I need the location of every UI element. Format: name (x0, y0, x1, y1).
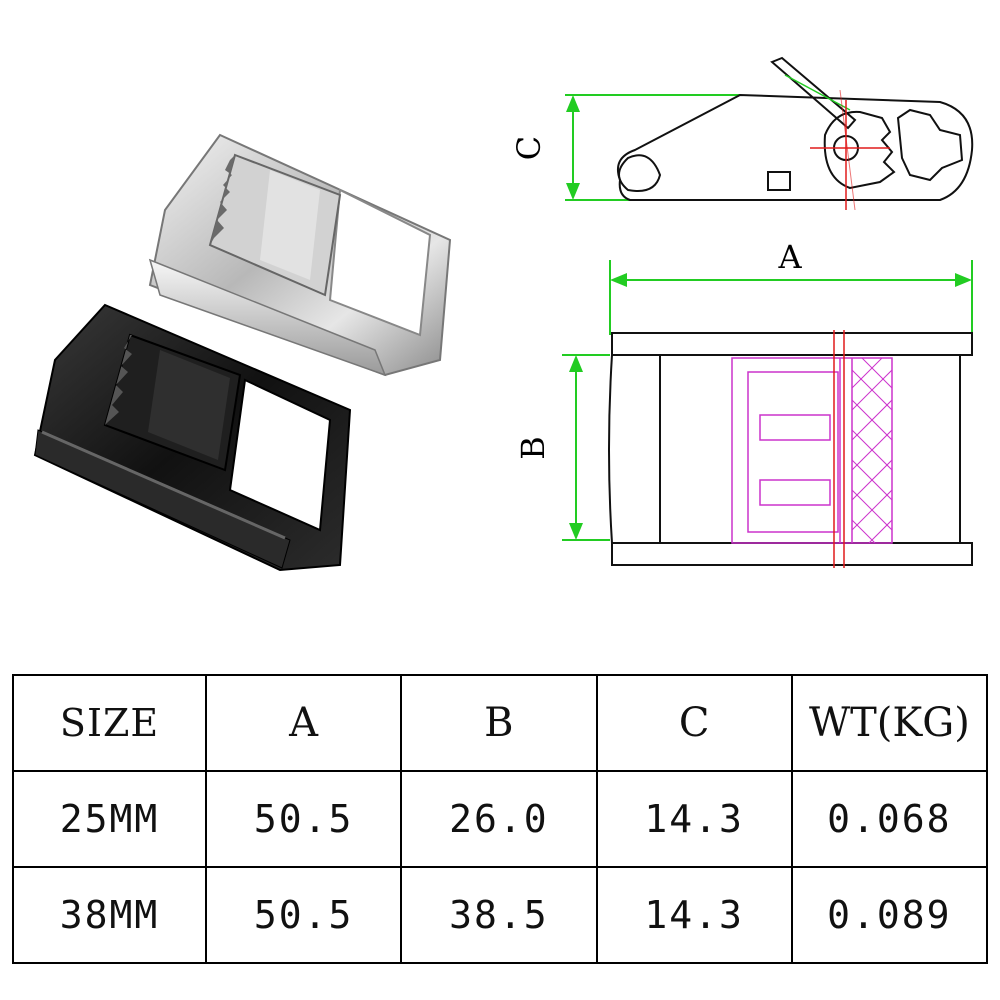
product-photo (33, 133, 452, 572)
table-row: 38MM 50.5 38.5 14.3 0.089 (12, 866, 989, 964)
dimension-label-a: A (777, 238, 802, 276)
cell-b: 38.5 (400, 866, 598, 964)
technical-drawing: C A B (510, 56, 974, 568)
c-arrow-top (566, 95, 580, 112)
dimension-label-c: C (510, 136, 548, 160)
cell-size: 25MM (12, 770, 207, 868)
header-c: C (595, 674, 793, 772)
dimension-label-b: B (514, 436, 552, 460)
cell-c: 14.3 (595, 770, 793, 868)
side-slot (767, 171, 791, 191)
header-weight: WT(KG) (790, 674, 989, 772)
header-b: B (400, 674, 598, 772)
teeth-crosshatch (851, 357, 893, 544)
dimension-a: A (609, 238, 973, 335)
c-arrow-bottom (566, 183, 580, 200)
cell-a: 50.5 (204, 770, 403, 868)
side-view: C (510, 56, 974, 211)
cell-weight: 0.089 (790, 866, 989, 964)
bottom-bar (611, 542, 973, 566)
cell-c: 14.3 (595, 866, 793, 964)
silver-buckle (148, 133, 452, 377)
header-size: SIZE (12, 674, 207, 772)
side-body-outline (616, 93, 974, 201)
top-bar (611, 332, 973, 356)
cell-size: 38MM (12, 866, 207, 964)
lever (770, 56, 857, 130)
cell-a: 50.5 (204, 866, 403, 964)
black-buckle (33, 303, 352, 572)
cell-b: 26.0 (400, 770, 598, 868)
cam (823, 110, 896, 190)
table-row: 25MM 50.5 26.0 14.3 0.068 (12, 770, 989, 868)
header-a: A (204, 674, 403, 772)
spec-table: SIZE A B C WT(KG) 25MM 50.5 26.0 14.3 0.… (12, 674, 989, 964)
top-view: B (514, 330, 973, 568)
table-header-row: SIZE A B C WT(KG) (12, 674, 989, 772)
cell-weight: 0.068 (790, 770, 989, 868)
